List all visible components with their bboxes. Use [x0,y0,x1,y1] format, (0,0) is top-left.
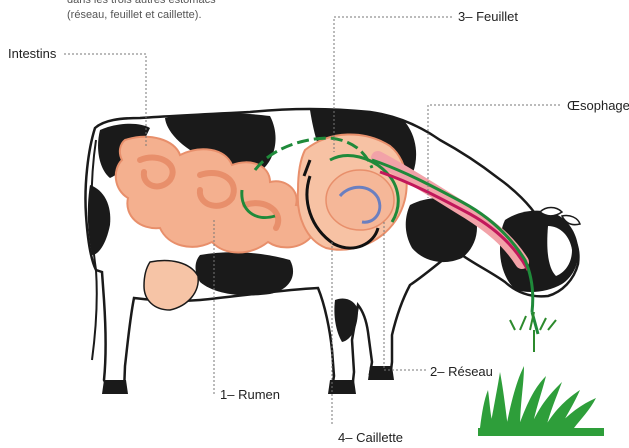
label-caillette: 4– Caillette [338,430,403,445]
label-feuillet: 3– Feuillet [458,9,518,24]
grass-at-mouth-icon [510,312,556,352]
label-oesophage: Œsophage [567,98,629,113]
label-reseau: 2– Réseau [430,364,493,379]
label-intestins: Intestins [8,46,56,61]
grass-icon [478,366,604,436]
label-rumen: 1– Rumen [220,387,280,402]
